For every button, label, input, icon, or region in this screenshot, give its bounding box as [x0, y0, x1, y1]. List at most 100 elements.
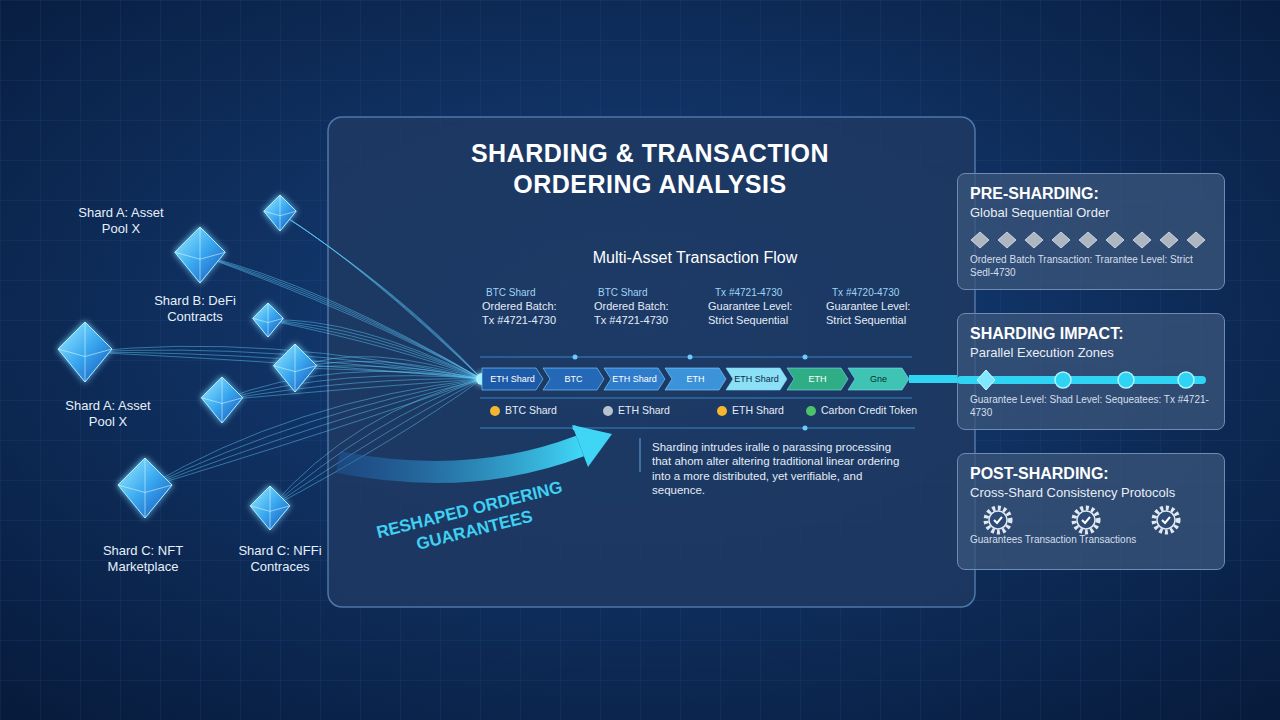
panel-subtitle: Cross-Shard Consistency Protocols — [970, 484, 1212, 501]
gem-body — [264, 195, 296, 231]
asset-label: ETH Shard — [732, 404, 812, 417]
fan-line — [270, 379, 482, 508]
sequence-diamond — [1052, 232, 1070, 248]
gear-hub — [1077, 511, 1095, 529]
asset-label: ETH Shard — [618, 404, 708, 417]
shard-chevron: BTC — [543, 368, 604, 390]
shard-label: Shard A: Asset Pool X — [75, 205, 167, 238]
shard-label: Shard C: NFT Marketplace — [88, 543, 198, 576]
gear-check — [1162, 517, 1170, 523]
arrow-caption: RESHAPED ORDERING GUARANTEES — [350, 471, 593, 570]
gear-icon — [1074, 508, 1098, 532]
shard-chevron: ETH — [665, 368, 726, 390]
sequence-diamond — [1160, 232, 1178, 248]
shard-label: Shard C: NFFi Contraces — [228, 543, 332, 576]
gear-hub — [989, 511, 1007, 529]
shard-chevron: ETH Shard — [482, 368, 543, 390]
panel-heading: SHARDING IMPACT: — [970, 324, 1212, 344]
info-panel: POST-SHARDING:Cross-Shard Consistency Pr… — [957, 453, 1225, 570]
chevron-label: ETH — [687, 374, 705, 384]
fan-line — [270, 379, 482, 508]
shard-label: Shard B: DeFi Contracts — [145, 293, 245, 326]
gem-body — [201, 377, 242, 423]
chevron-outline — [787, 368, 848, 390]
shard-gem — [58, 322, 112, 382]
chevron-label: ETH — [809, 374, 827, 384]
gem-facet — [58, 322, 112, 382]
diagram-title: SHARDING & TRANSACTION ORDERING ANALYSIS — [420, 138, 880, 201]
gem-facet — [250, 486, 290, 530]
bar-dot — [1055, 372, 1071, 388]
gem-facet — [253, 303, 284, 337]
center-panel — [328, 117, 975, 607]
shard-gem — [250, 486, 290, 530]
column-batch: Ordered Batch: Tx #4721-4730 — [594, 300, 680, 328]
column-guarantee: Guarantee Level: Strict Sequential — [708, 300, 804, 328]
fan-line — [222, 376, 482, 400]
gem-facet — [175, 227, 225, 283]
reshape-arrow — [338, 446, 580, 472]
gear-teeth — [1074, 508, 1098, 532]
column-shard: BTC Shard — [598, 287, 688, 300]
panel-body: Guarantee Level: Shad Level: Sequeatees:… — [970, 393, 1212, 419]
gem-body — [175, 227, 225, 283]
band-rule — [480, 356, 912, 357]
panel-body: Ordered Batch Transaction: Trarantee Lev… — [970, 253, 1212, 279]
chevron-label: ETH Shard — [612, 374, 657, 384]
info-panel: SHARDING IMPACT:Parallel Execution Zones… — [957, 313, 1225, 430]
chevron-outline — [726, 368, 787, 390]
sequence-diamond — [1133, 232, 1151, 248]
bar-dot — [1178, 372, 1194, 388]
gear-check — [1082, 517, 1090, 523]
sequence-diamond — [971, 232, 989, 248]
note-rule — [640, 438, 641, 472]
shard-gem — [253, 303, 284, 337]
gear-teeth — [1154, 508, 1178, 532]
gem-body — [273, 344, 316, 392]
flow-heading: Multi-Asset Transaction Flow — [515, 248, 875, 268]
column-batch: Ordered Batch: Tx #4721-4730 — [482, 300, 568, 328]
column-tx: Tx #4720-4730 — [832, 287, 932, 300]
shard-chevron: ETH Shard — [726, 368, 787, 390]
chevron-label: Gne — [870, 374, 887, 384]
shard-gem — [201, 377, 242, 423]
chevron-outline — [543, 368, 604, 390]
gear-check — [994, 517, 1002, 523]
gem-body — [58, 322, 112, 382]
flow-connector — [909, 375, 957, 383]
eth-coin — [603, 406, 613, 416]
sequence-diamond — [1187, 232, 1205, 248]
shard-gem — [118, 458, 172, 518]
shard-label: Shard A: Asset Pool X — [62, 398, 154, 431]
panel-subtitle: Parallel Execution Zones — [970, 344, 1212, 361]
sequence-diamond — [1106, 232, 1124, 248]
shard-chevron: ETH — [787, 368, 848, 390]
chevron-label: ETH Shard — [734, 374, 779, 384]
gem-facet — [118, 458, 172, 518]
bar-diamond — [977, 370, 995, 390]
shard-gem — [264, 195, 296, 231]
sequence-diamond — [998, 232, 1016, 248]
asset-label: Carbon Credit Token — [821, 404, 921, 417]
rule-dot — [803, 355, 808, 360]
gem-facet — [264, 195, 296, 231]
gem-facet — [201, 377, 242, 423]
panel-heading: POST-SHARDING: — [970, 464, 1212, 484]
fan-line — [270, 379, 482, 508]
band-rule — [480, 427, 915, 428]
panel-subtitle: Global Sequential Order — [970, 204, 1212, 221]
chevron-outline — [848, 368, 909, 390]
carbon-coin — [806, 406, 816, 416]
fan-line — [270, 379, 482, 508]
sequence-diamond — [1025, 232, 1043, 248]
shard-chevron: Gne — [848, 368, 909, 390]
chevron-label: ETH Shard — [490, 374, 535, 384]
gear-teeth — [986, 508, 1010, 532]
shard-chevron: ETH Shard — [604, 368, 665, 390]
gear-hub — [1157, 511, 1175, 529]
chevron-label: BTC — [565, 374, 583, 384]
band-rule — [480, 397, 912, 398]
chevron-outline — [482, 368, 543, 390]
